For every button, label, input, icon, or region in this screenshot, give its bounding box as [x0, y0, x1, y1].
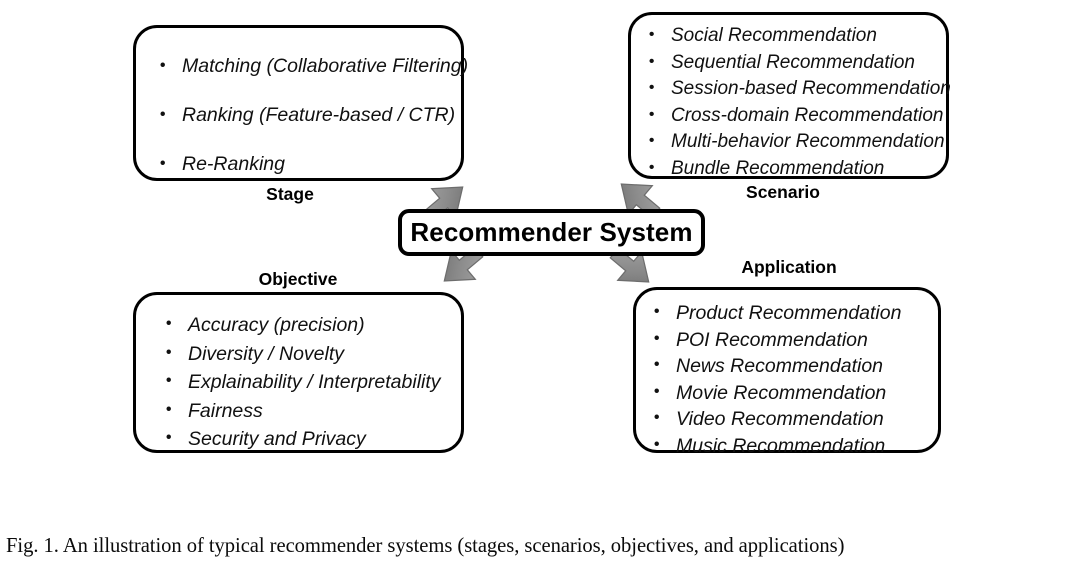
scenario-item-list: Social Recommendation Sequential Recomme…	[645, 22, 951, 183]
figure-caption: Fig. 1. An illustration of typical recom…	[6, 535, 845, 557]
list-item: Movie Recommendation	[650, 379, 901, 407]
stage-label: Stage	[266, 184, 314, 204]
list-item: Video Recommendation	[650, 405, 901, 433]
list-item: Sequential Recommendation	[645, 49, 951, 77]
scenario-box: Social Recommendation Sequential Recomme…	[628, 12, 951, 183]
list-item: Re-Ranking	[156, 139, 468, 189]
list-item: Security and Privacy	[162, 424, 441, 454]
application-box: Product Recommendation POI Recommendatio…	[633, 287, 941, 458]
stage-box: Matching (Collaborative Filtering) Ranki…	[133, 25, 468, 188]
objective-item-list: Accuracy (precision) Diversity / Novelty…	[162, 310, 441, 454]
application-label: Application	[741, 257, 837, 277]
application-item-list: Product Recommendation POI Recommendatio…	[650, 299, 901, 460]
list-item: Music Recommendation	[650, 432, 901, 460]
scenario-label: Scenario	[746, 182, 820, 202]
list-item: Session-based Recommendation	[645, 75, 951, 103]
list-item: Multi-behavior Recommendation	[645, 128, 951, 156]
list-item: Bundle Recommendation	[645, 155, 951, 183]
list-item: Ranking (Feature-based / CTR)	[156, 90, 468, 140]
recommender-system-node-label: Recommender System	[410, 217, 693, 247]
list-item: POI Recommendation	[650, 326, 901, 354]
recommender-system-node: Recommender System	[398, 209, 705, 256]
list-item: News Recommendation	[650, 352, 901, 380]
objective-box: Accuracy (precision) Diversity / Novelty…	[133, 292, 464, 453]
list-item: Social Recommendation	[645, 22, 951, 50]
list-item: Diversity / Novelty	[162, 339, 441, 369]
list-item: Accuracy (precision)	[162, 310, 441, 340]
list-item: Fairness	[162, 396, 441, 426]
list-item: Product Recommendation	[650, 299, 901, 327]
list-item: Matching (Collaborative Filtering)	[156, 41, 468, 91]
list-item: Cross-domain Recommendation	[645, 102, 951, 130]
objective-label: Objective	[258, 269, 338, 289]
list-item: Explainability / Interpretability	[162, 367, 441, 397]
stage-item-list: Matching (Collaborative Filtering) Ranki…	[156, 41, 468, 189]
